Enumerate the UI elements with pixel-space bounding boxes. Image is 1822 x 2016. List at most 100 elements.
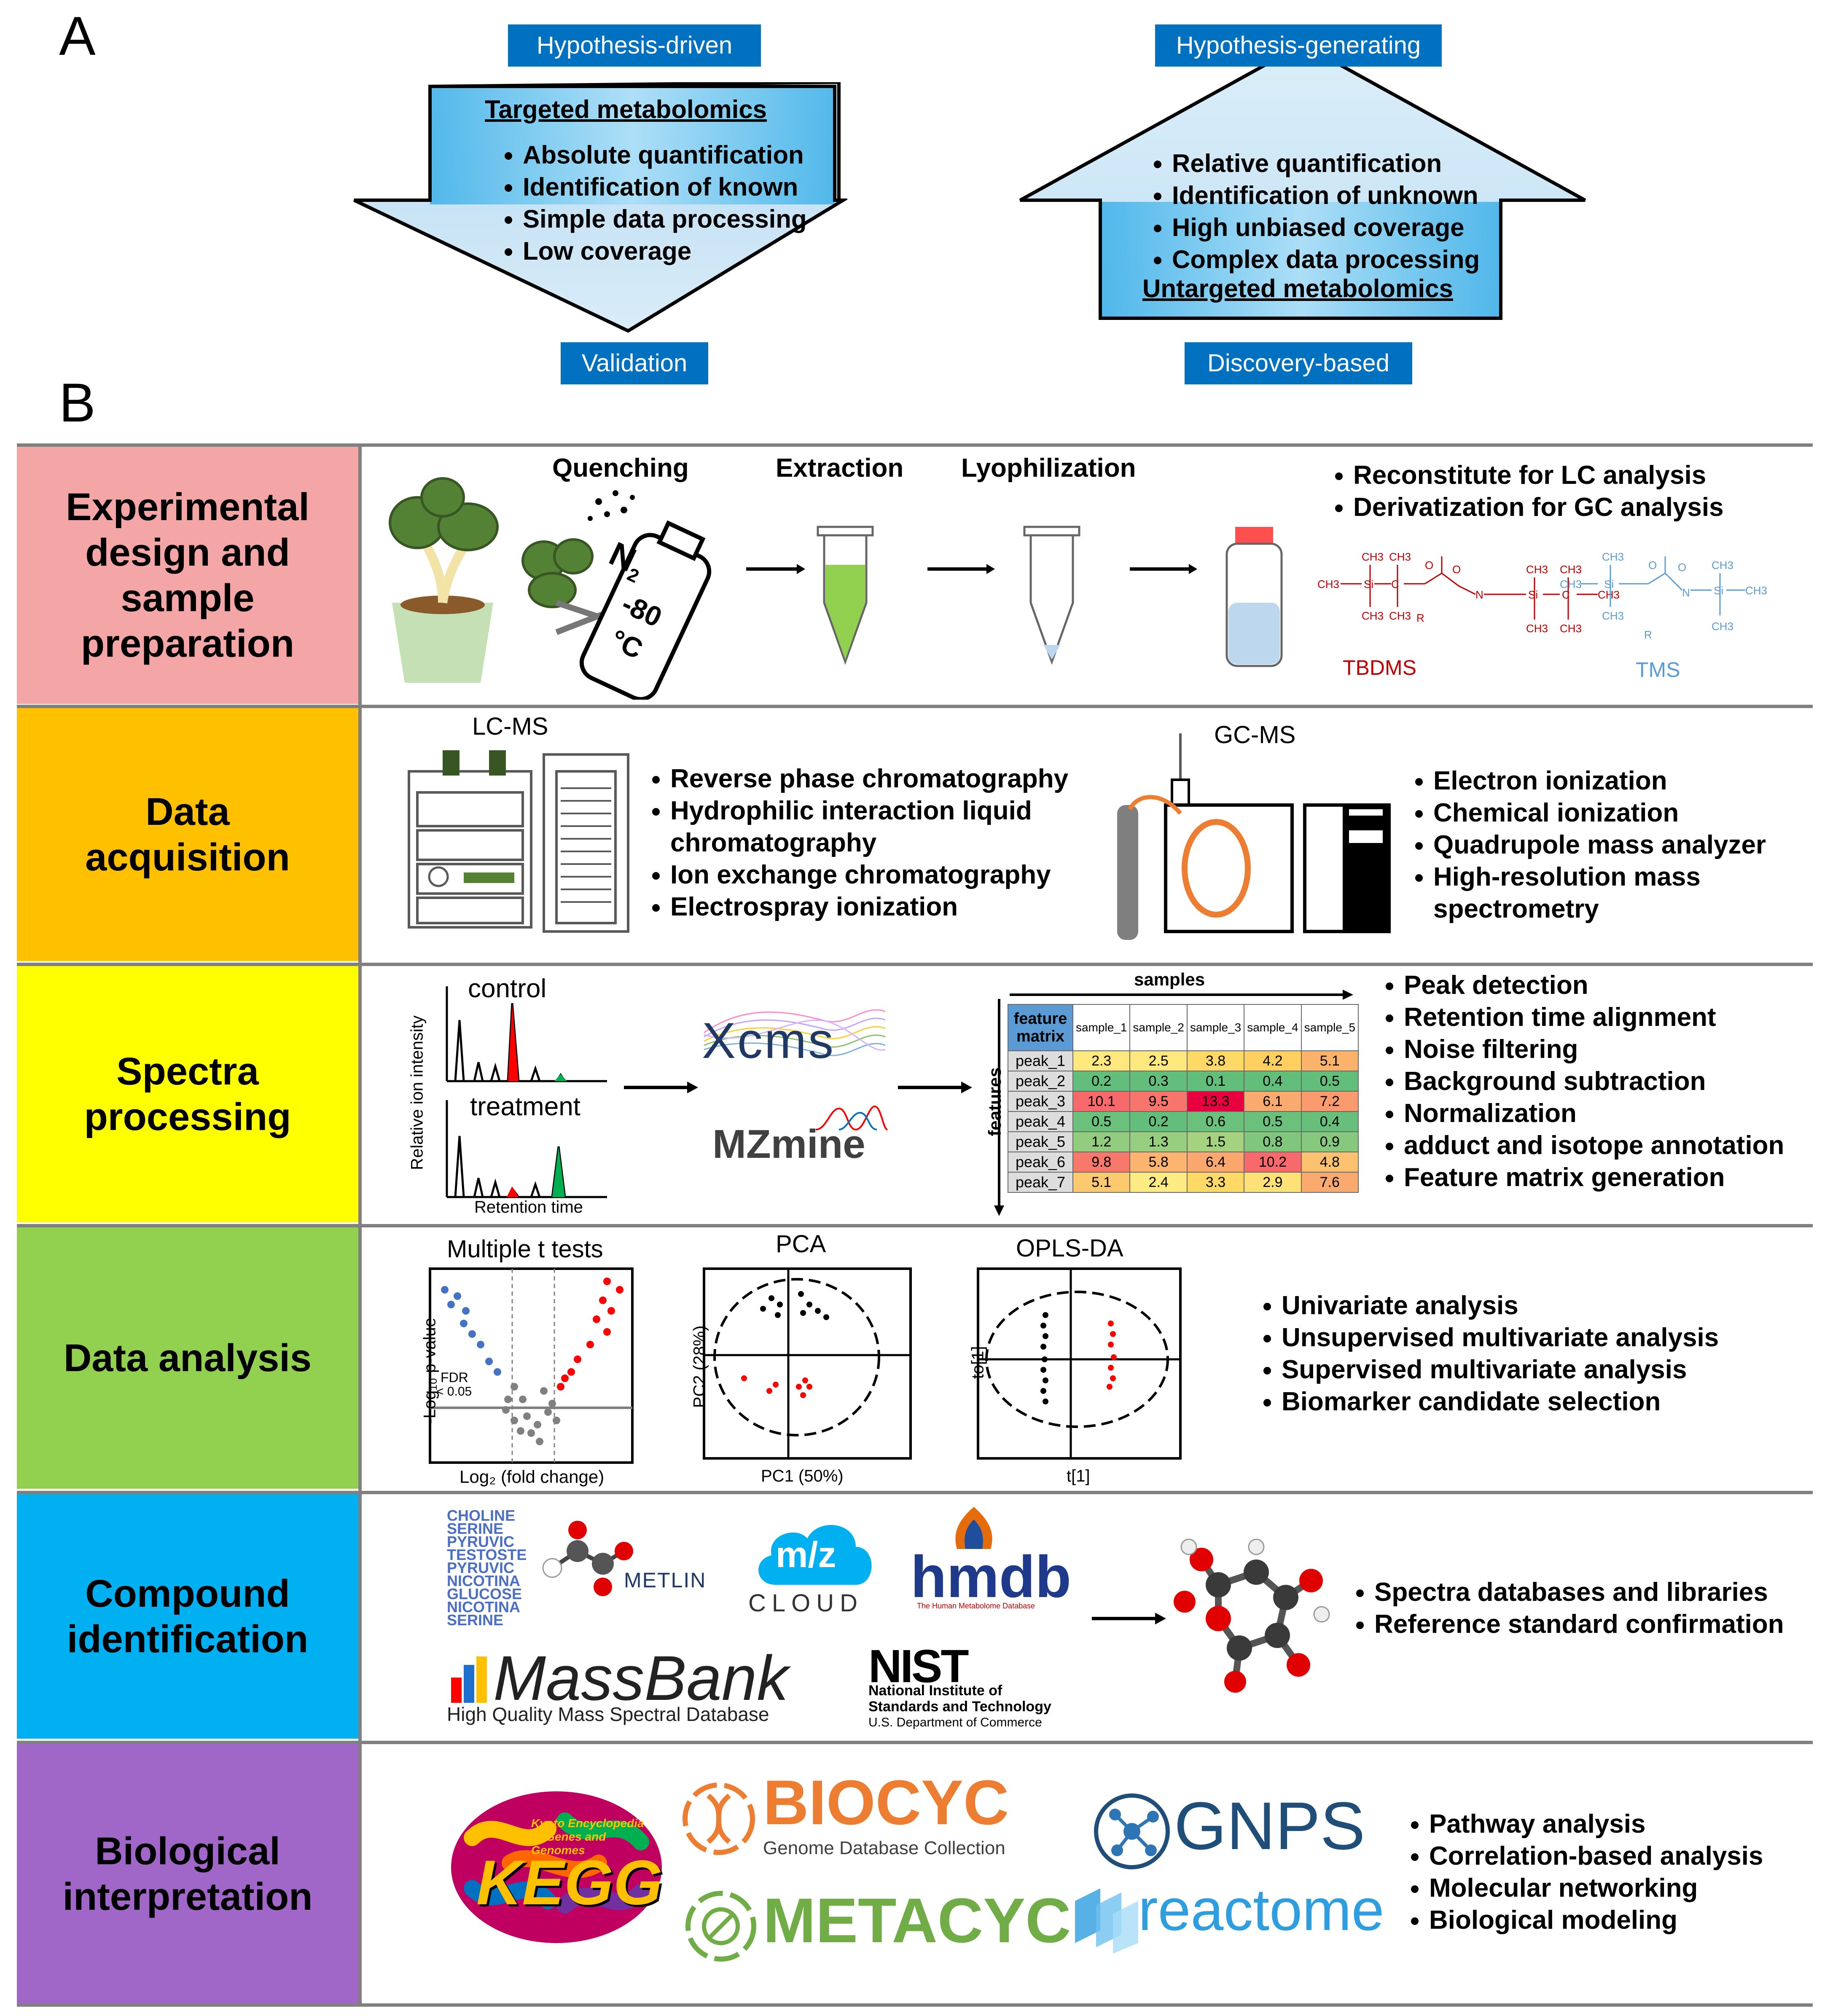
volcano-x-label: Log₂ (fold change)	[460, 1467, 605, 1487]
untargeted-item: Identification of unknown	[1172, 180, 1480, 212]
features-arrow-icon	[994, 999, 1004, 1216]
svg-text:O: O	[1452, 563, 1461, 576]
discovery-based-tag: Discovery-based	[1185, 342, 1412, 384]
svg-text:CH3: CH3	[1712, 559, 1733, 572]
gnps-network-icon	[1094, 1793, 1170, 1869]
row-divider	[17, 1741, 1813, 1744]
step-quenching: Quenching	[552, 454, 689, 483]
opls-title: OPLS-DA	[1016, 1235, 1123, 1262]
hypothesis-driven-tag: Hypothesis-driven	[508, 24, 761, 67]
metacyc-logo: METACYC	[763, 1885, 1071, 1956]
mzmine-logo: MZmine	[712, 1122, 865, 1167]
reactome-logo: reactome	[1138, 1876, 1384, 1943]
pca-plot	[703, 1267, 912, 1460]
lc-bullet: Ion exchange chromatography	[670, 859, 1121, 891]
volcano-plot	[429, 1267, 634, 1464]
lc-bullet: Electrospray ionization	[670, 891, 1121, 923]
opls-plot	[977, 1267, 1182, 1460]
targeted-title: Targeted metabolomics	[485, 95, 767, 123]
tms-label: TMS	[1636, 658, 1680, 682]
row-divider	[17, 963, 1813, 966]
svg-text:Si: Si	[1364, 578, 1373, 591]
svg-text:CH3: CH3	[1560, 578, 1582, 591]
intensity-axis-label: Relative ion intensity	[408, 1015, 427, 1170]
treatment-label: treatment	[470, 1092, 580, 1121]
sample-vial-icon	[1225, 527, 1283, 667]
tms-structure-icon	[1581, 556, 1745, 615]
kegg-logo: KEGG	[476, 1847, 663, 1918]
nist-subtitle-3: U.S. Department of Commerce	[868, 1715, 1042, 1729]
column-header: sample_2	[1129, 1004, 1188, 1051]
untargeted-up-arrow	[1019, 42, 1586, 320]
glucose-molecule-icon	[1174, 1538, 1330, 1693]
lcms-label: LC-MS	[472, 713, 548, 740]
quenching-icon	[521, 490, 712, 700]
compound-bullet: Spectra databases and libraries	[1374, 1576, 1804, 1608]
untargeted-list: Relative quantification Identification o…	[1134, 148, 1480, 276]
lc-bullet: Hydrophilic interaction liquid chromatog…	[670, 795, 1121, 859]
row-divider	[17, 705, 1813, 708]
row-divider	[17, 1491, 1813, 1494]
svg-text:CH3: CH3	[1362, 609, 1384, 622]
prep-bullets: Reconstitute for LC analysis Derivatizat…	[1319, 459, 1724, 523]
metlin-logo: METLIN	[624, 1568, 707, 1592]
spectra-bullet: Normalization	[1404, 1098, 1817, 1130]
biocyc-subtitle: Genome Database Collection	[763, 1838, 1005, 1858]
panel-b-letter: B	[59, 372, 96, 433]
control-label: control	[468, 974, 547, 1003]
spectra-bullet: adduct and isotope annotation	[1404, 1130, 1817, 1162]
lcms-instrument-icon	[408, 750, 629, 933]
column-header: sample_3	[1186, 1004, 1245, 1051]
row-divider	[17, 443, 1813, 447]
tbdms-structure-icon	[1341, 556, 1598, 620]
row-divider	[17, 2003, 1813, 2007]
spectra-bullet: Peak detection	[1404, 969, 1817, 1001]
svg-text:CH3: CH3	[1712, 620, 1733, 633]
svg-text:Si: Si	[1528, 588, 1538, 601]
prep-bullet: Reconstitute for LC analysis	[1353, 459, 1724, 491]
lc-bullet: Reverse phase chromatography	[670, 763, 1121, 795]
fdr-value: < 0.05	[436, 1385, 472, 1399]
nist-logo: NIST	[868, 1640, 969, 1692]
bio-bullet: Correlation-based analysis	[1429, 1840, 1817, 1872]
column-header: sample_1	[1072, 1004, 1131, 1051]
svg-text:O: O	[1425, 559, 1433, 572]
pca-x-label: PC1 (50%)	[761, 1467, 844, 1485]
arrow-icon	[898, 1082, 972, 1093]
step-lyophilization: Lyophilization	[961, 454, 1136, 483]
spectra-bullet: Feature matrix generation	[1404, 1162, 1817, 1194]
pca-y-label: PC2 (28%)	[690, 1325, 709, 1408]
targeted-item: Low coverage	[523, 235, 807, 267]
chromatogram-icon	[446, 986, 607, 1198]
table-row: peak_6 9.8 5.8 6.4 10.2 4.8	[1008, 1152, 1359, 1173]
svg-text:R: R	[1644, 628, 1652, 641]
column-divider	[358, 443, 362, 2007]
analysis-bullets: Univariate analysis Unsupervised multiva…	[1248, 1290, 1775, 1418]
feature-matrix-corner: feature matrix	[1008, 1004, 1073, 1051]
metlin-molecule-icon	[542, 1521, 633, 1596]
samples-arrow-icon	[1010, 990, 1353, 1000]
retention-time-label: Retention time	[474, 1198, 583, 1216]
hmdb-logo: hmdb	[911, 1544, 1072, 1610]
targeted-item: Simple data processing	[523, 203, 807, 235]
analysis-bullet: Univariate analysis	[1282, 1290, 1775, 1322]
xcms-logo-waves	[704, 1009, 886, 1056]
bio-bullet: Biological modeling	[1429, 1904, 1817, 1936]
arrow-icon	[1092, 1613, 1166, 1624]
table-row: peak_5 1.2 1.3 1.5 0.8 0.9	[1008, 1131, 1359, 1152]
ttest-title: Multiple t tests	[447, 1235, 603, 1263]
pca-title: PCA	[776, 1230, 826, 1258]
row-divider	[17, 1224, 1813, 1227]
gc-bullets: Electron ionization Chemical ionization …	[1400, 765, 1804, 925]
spectra-bullet: Retention time alignment	[1404, 1001, 1817, 1034]
svg-text:C: C	[1562, 588, 1570, 601]
column-header: sample_5	[1301, 1004, 1359, 1051]
untargeted-item: Complex data processing	[1172, 244, 1480, 276]
panel-a-letter: A	[59, 5, 96, 67]
svg-text:CH3: CH3	[1389, 609, 1411, 622]
table-row: peak_4 0.5 0.2 0.6 0.5 0.4	[1008, 1111, 1359, 1132]
gnps-logo: GNPS	[1174, 1788, 1365, 1863]
